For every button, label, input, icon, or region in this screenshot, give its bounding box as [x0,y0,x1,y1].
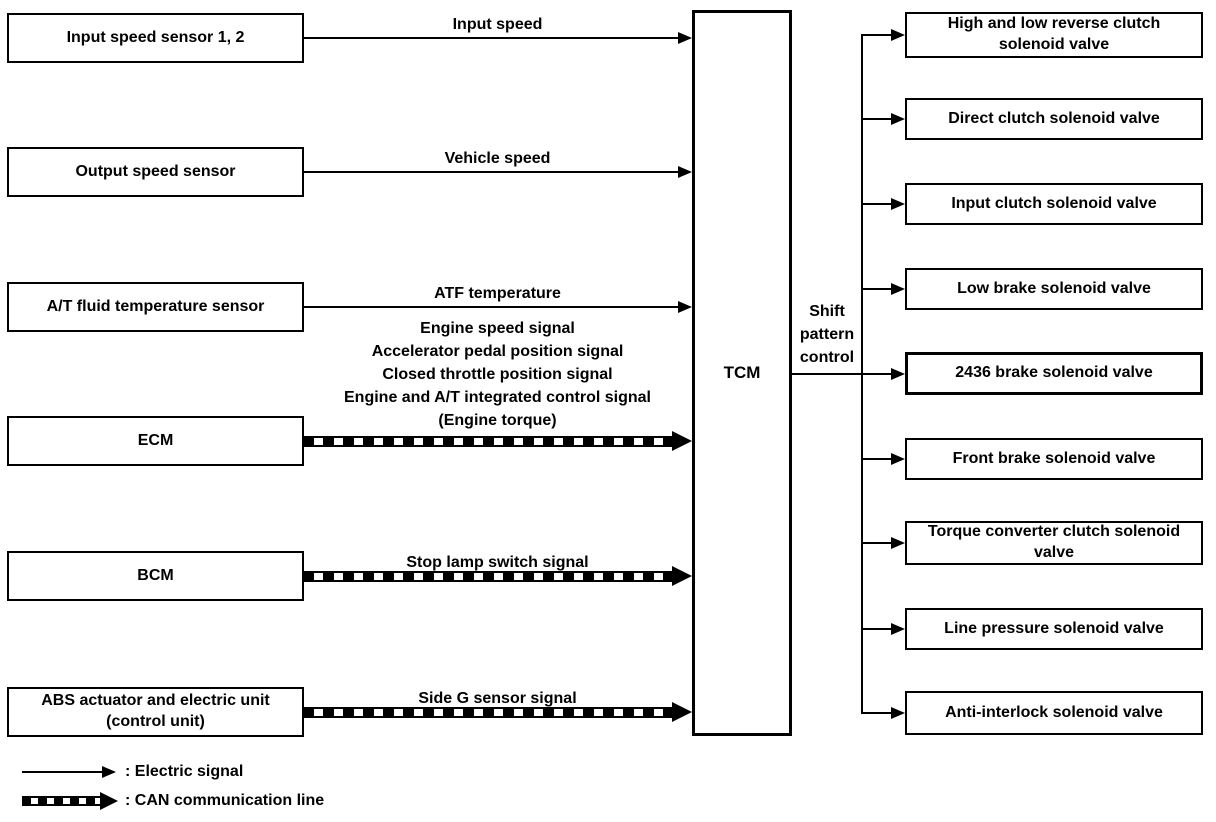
can-line-ecm [303,436,673,447]
branch-line [861,628,891,630]
branch-line [861,288,891,290]
output-box-high-low-reverse-clutch: High and low reverse clutch solenoid val… [905,12,1203,58]
input-box-input-speed-sensor: Input speed sensor 1, 2 [7,13,304,63]
signal-label-line: Engine speed signal [420,320,575,337]
shift-pattern-control-label: Shift pattern control [799,303,855,366]
branch-line [861,34,891,36]
output-box-line-pressure: Line pressure solenoid valve [905,608,1203,650]
input-box-output-speed-sensor: Output speed sensor [7,147,304,197]
can-line-abs [303,707,673,718]
input-box-abs-actuator: ABS actuator and electric unit (control … [7,687,304,737]
input-box-at-fluid-temperature-sensor: A/T fluid temperature sensor [7,282,304,332]
electric-arrowhead-icon [678,32,692,44]
electric-arrowhead-icon [891,113,905,125]
electric-arrowhead-icon [891,453,905,465]
electric-arrowhead-icon [891,707,905,719]
branch-line [861,542,891,544]
signal-label-ecm-signals: Engine speed signal Accelerator pedal po… [303,317,692,432]
input-box-ecm: ECM [7,416,304,466]
signal-label-input-speed: Input speed [452,16,543,33]
signal-label-stop-lamp: Stop lamp switch signal [406,554,589,571]
signal-label-line: Engine and A/T integrated control signal [344,389,651,406]
output-box-direct-clutch: Direct clutch solenoid valve [905,98,1203,140]
output-box-anti-interlock: Anti-interlock solenoid valve [905,691,1203,735]
electric-arrowhead-icon [891,29,905,41]
can-arrowhead-icon [672,566,692,586]
electric-line-vehicle-speed [303,171,679,173]
electric-line-atf-temperature [303,306,679,308]
output-box-front-brake: Front brake solenoid valve [905,438,1203,480]
electric-arrowhead-icon [891,537,905,549]
output-box-input-clutch: Input clutch solenoid valve [905,183,1203,225]
can-arrowhead-icon [672,702,692,722]
electric-arrowhead-icon [102,766,116,778]
shift-output-line [792,373,891,375]
electric-arrowhead-icon [891,283,905,295]
can-arrowhead-icon [672,431,692,451]
legend-electric-label: : Electric signal [125,763,244,780]
signal-label-side-g-sensor: Side G sensor signal [418,690,577,707]
tcm-box: TCM [692,10,792,736]
legend-can-line [22,796,100,806]
output-bus-line [861,34,863,714]
output-box-2436-brake: 2436 brake solenoid valve [905,352,1203,395]
legend-electric-line [22,771,102,773]
branch-line [861,712,891,714]
signal-label-line: Closed throttle position signal [382,366,613,383]
signal-label-line: (Engine torque) [438,412,557,429]
signal-label-vehicle-speed: Vehicle speed [444,150,551,167]
electric-arrowhead-icon [891,198,905,210]
electric-arrowhead-icon [891,368,905,380]
branch-line [861,458,891,460]
output-box-torque-converter-clutch: Torque converter clutch solenoid valve [905,521,1203,565]
electric-arrowhead-icon [678,301,692,313]
can-line-bcm [303,571,673,582]
output-box-low-brake: Low brake solenoid valve [905,268,1203,310]
branch-line [861,203,891,205]
branch-line [861,118,891,120]
can-arrowhead-icon [100,792,118,810]
electric-arrowhead-icon [678,166,692,178]
signal-label-line: Accelerator pedal position signal [371,343,624,360]
signal-label-atf-temperature: ATF temperature [434,285,561,302]
legend-can-label: : CAN communication line [125,792,325,809]
electric-line-input-speed [303,37,679,39]
input-box-bcm: BCM [7,551,304,601]
electric-arrowhead-icon [891,623,905,635]
